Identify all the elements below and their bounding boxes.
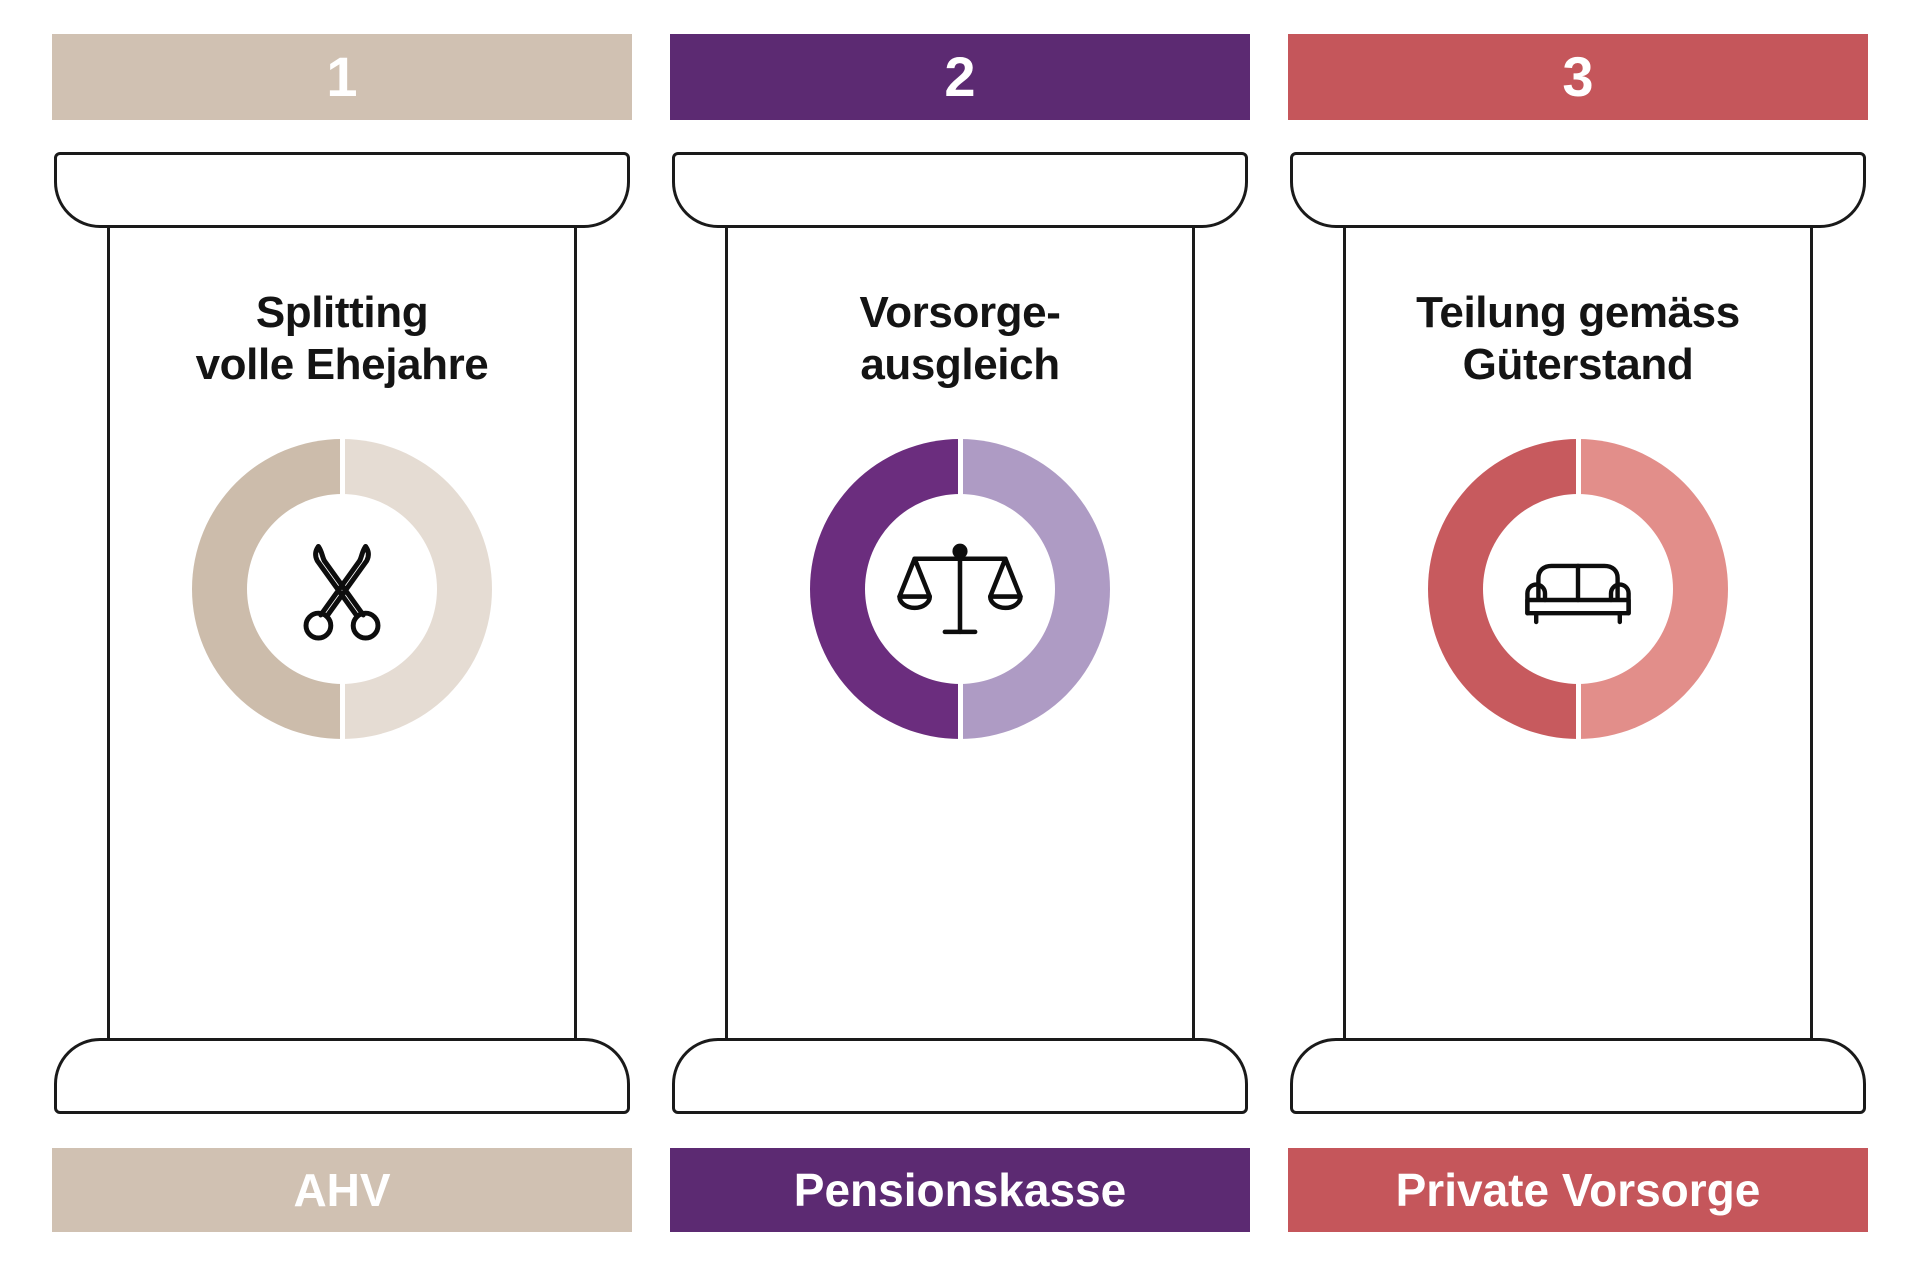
column-footer-bar-2: Pensionskasse bbox=[670, 1148, 1250, 1232]
pillar-title-2: Vorsorge- ausgleich bbox=[859, 288, 1061, 389]
column-footer-label-1: AHV bbox=[293, 1164, 391, 1216]
pillar-capital-2 bbox=[672, 152, 1248, 228]
donut-center-2 bbox=[865, 493, 1055, 684]
column-number-3: 3 bbox=[1562, 45, 1594, 108]
pillar-1: Splitting volle Ehejahre bbox=[52, 152, 632, 1114]
pillar-capital-3 bbox=[1290, 152, 1866, 228]
pillar-2: Vorsorge- ausgleich bbox=[670, 152, 1250, 1114]
pillar-column-2: 2 Vorsorge- ausgleich bbox=[670, 0, 1250, 1266]
column-header-bar-2: 2 bbox=[670, 34, 1250, 120]
donut-center-3 bbox=[1483, 493, 1673, 684]
pillar-shaft-2: Vorsorge- ausgleich bbox=[725, 225, 1195, 1041]
pillar-title-3: Teilung gemäss Güterstand bbox=[1416, 288, 1740, 389]
column-footer-label-3: Private Vorsorge bbox=[1395, 1164, 1761, 1216]
column-header-bar-3: 3 bbox=[1288, 34, 1868, 120]
column-number-2: 2 bbox=[944, 45, 976, 108]
donut-chart-1 bbox=[192, 438, 492, 739]
column-header-bar-1: 1 bbox=[52, 34, 632, 120]
pillar-shaft-3: Teilung gemäss Güterstand bbox=[1343, 225, 1813, 1041]
pillar-base-3 bbox=[1290, 1038, 1866, 1114]
donut-chart-2 bbox=[810, 438, 1110, 739]
donut-center-1 bbox=[247, 493, 437, 684]
column-footer-bar-1: AHV bbox=[52, 1148, 632, 1232]
pillar-capital-1 bbox=[54, 152, 630, 228]
column-number-1: 1 bbox=[326, 45, 358, 108]
column-footer-label-2: Pensionskasse bbox=[793, 1164, 1127, 1216]
donut-chart-3 bbox=[1428, 438, 1728, 739]
pillar-shaft-1: Splitting volle Ehejahre bbox=[107, 225, 577, 1041]
sofa-icon bbox=[1512, 523, 1644, 655]
pillar-column-3: 3 Teilung gemäss Güterstand bbox=[1288, 0, 1868, 1266]
pillar-base-2 bbox=[672, 1038, 1248, 1114]
pillar-3: Teilung gemäss Güterstand bbox=[1288, 152, 1868, 1114]
scissors-icon bbox=[283, 530, 401, 648]
pillar-title-1: Splitting volle Ehejahre bbox=[195, 288, 489, 389]
column-footer-bar-3: Private Vorsorge bbox=[1288, 1148, 1868, 1232]
balance-scale-icon bbox=[897, 526, 1023, 652]
pillar-column-1: 1 Splitting volle Ehejahre bbox=[52, 0, 632, 1266]
pillar-base-1 bbox=[54, 1038, 630, 1114]
